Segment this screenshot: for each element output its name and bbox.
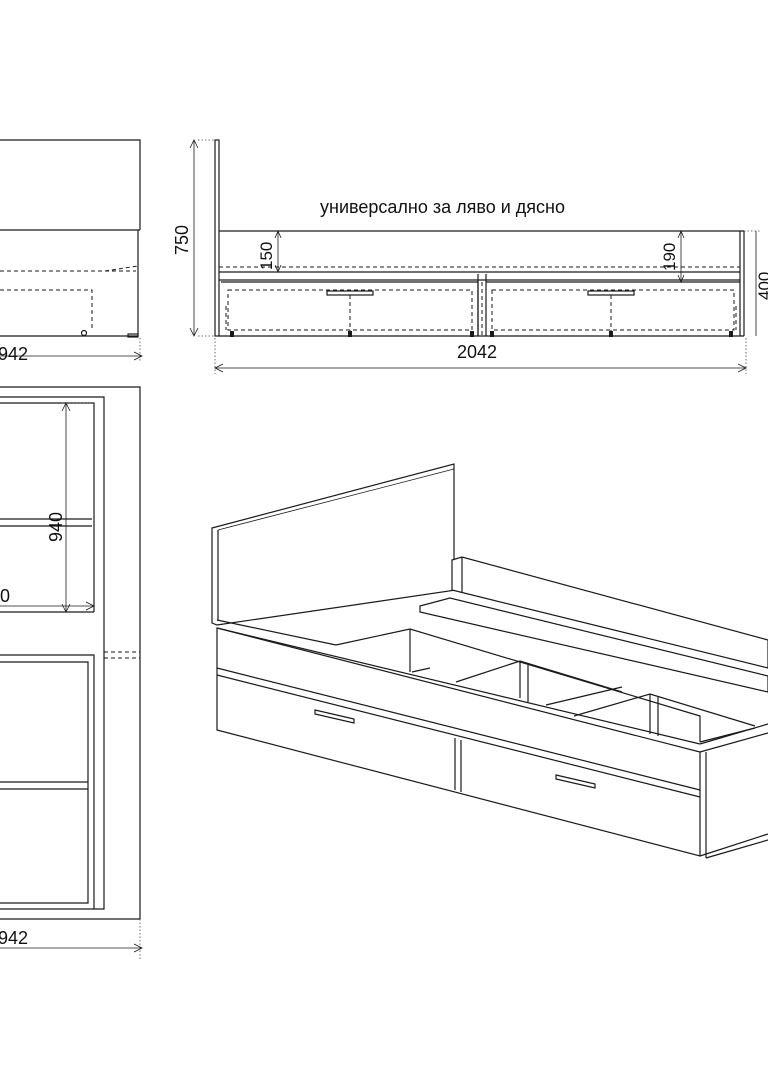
right-gap-label: 190 [660,243,679,271]
plan-offset-label: 50 [0,586,10,606]
side-note-label: универсално за ляво и дясно [320,197,565,217]
front-view: 942 [0,139,143,364]
length-label: 2042 [457,342,497,362]
side-view: универсално за ляво и дясно 750 150 190 … [172,139,768,374]
headboard-gap-label: 150 [257,242,276,270]
plan-width-label: 942 [0,928,28,948]
height-total-label: 750 [172,225,192,255]
plan-depth-label: 940 [46,512,66,542]
isometric-view [211,463,768,859]
right-total-label: 400 [755,272,768,300]
front-width-label: 942 [0,344,28,364]
plan-view: 940 50 942 [0,386,143,960]
